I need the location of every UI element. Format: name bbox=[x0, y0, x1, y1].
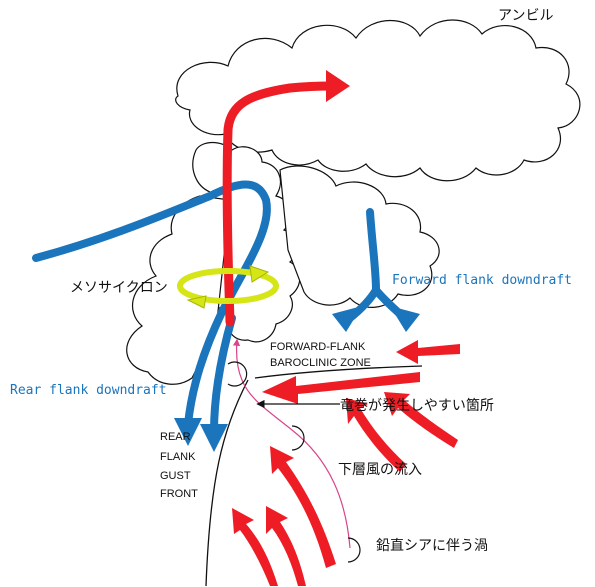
vortex-circle-mid bbox=[227, 361, 248, 387]
low-level-inflow-label: 下層風の流入 bbox=[338, 462, 422, 478]
vortex-circle-inflow bbox=[291, 425, 305, 451]
inflow-trace-line bbox=[232, 338, 351, 549]
cloud-right-mass bbox=[279, 165, 440, 308]
inflow-arrow-5 bbox=[270, 446, 336, 568]
ground-boundaries bbox=[205, 365, 423, 587]
ffd-arrowhead-left bbox=[332, 306, 362, 332]
rear-flank-downdraft-upper bbox=[32, 180, 271, 316]
inflow-arrow-4 bbox=[346, 398, 406, 472]
anvil-label: アンビル bbox=[498, 8, 553, 24]
vortex-circles bbox=[227, 361, 361, 563]
forward-flank-boundary-line bbox=[254, 365, 423, 379]
rear-flank-downdraft-label: Rear flank downdraft bbox=[10, 383, 167, 398]
inflow-arrows bbox=[232, 340, 460, 586]
rear-flank-downdraft-stem-left bbox=[184, 308, 226, 428]
anvil-cloud bbox=[175, 19, 581, 182]
inflow-arrow-7 bbox=[232, 508, 278, 586]
rfgf-label-line4: FRONT bbox=[160, 488, 198, 500]
forward-flank-downdraft-label: Forward flank downdraft bbox=[392, 273, 572, 288]
rear-flank-gust-front-line bbox=[205, 379, 249, 587]
inflow-arrow-3 bbox=[384, 392, 458, 448]
mesocyclone-label: メソサイクロン bbox=[70, 280, 168, 296]
rfgf-label-line1: REAR bbox=[160, 431, 191, 443]
forward-flank-downdraft-stem bbox=[366, 208, 380, 294]
inflow-arrow-6 bbox=[266, 506, 306, 586]
ffd-arrowhead-right bbox=[390, 306, 420, 332]
vortex-circle-shear bbox=[347, 537, 361, 563]
rfd-arrowhead-left bbox=[174, 418, 202, 446]
inflow-arrow-1 bbox=[396, 340, 460, 364]
ffbz-label-line1: FORWARD-FLANK bbox=[270, 341, 366, 353]
tornado-prone-label: 竜巻が発生しやすい箇所 bbox=[340, 397, 494, 414]
mesocyclone-arrow-right bbox=[249, 265, 270, 283]
updraft-arrowhead bbox=[326, 70, 350, 102]
inflow-trace bbox=[232, 338, 351, 549]
inflow-arrow-2 bbox=[262, 372, 420, 404]
mesocyclone-ellipse bbox=[177, 268, 279, 304]
rfd-arrowhead-right bbox=[200, 424, 228, 452]
shear-vortex-label: 鉛直シアに伴う渦 bbox=[376, 537, 488, 554]
rfgf-label-line2: FLANK bbox=[160, 451, 196, 463]
ffbz-label-line2: BAROCLINIC ZONE bbox=[270, 357, 371, 369]
downdraft-arrows bbox=[32, 180, 408, 436]
mesocyclone-ring bbox=[177, 265, 279, 309]
mesocyclone-arrow-left bbox=[186, 295, 207, 309]
updraft-arrow bbox=[222, 70, 350, 327]
updraft-stem bbox=[222, 81, 337, 327]
downdraft-arrowheads bbox=[174, 306, 420, 452]
rear-flank-downdraft-stem-right bbox=[210, 314, 236, 436]
rfgf-label-line3: GUST bbox=[160, 470, 191, 482]
